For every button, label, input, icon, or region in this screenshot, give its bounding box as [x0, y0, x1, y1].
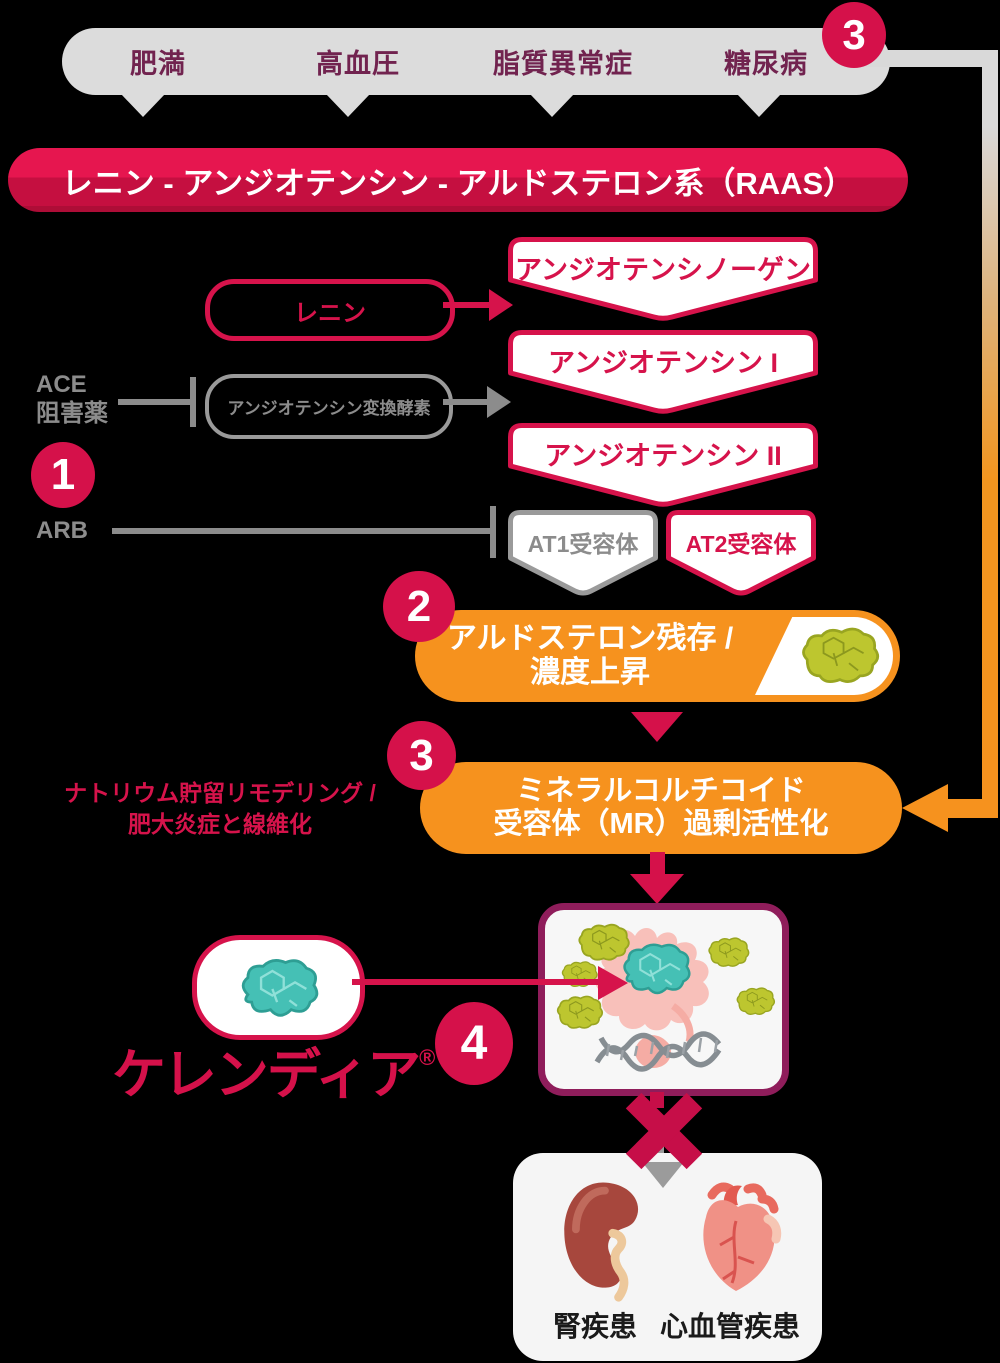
shield-shape-icon [666, 510, 816, 596]
aldosterone-line1: アルドステロン残存 / [446, 622, 734, 655]
mr-arrow-stem [650, 852, 665, 878]
risk-label-diabetes: 糖尿病 [724, 49, 808, 79]
risk-factor-bar: 肥満 高血圧 脂質異常症 糖尿病 [62, 28, 890, 117]
risk-label-dyslipidemia: 脂質異常症 [493, 49, 633, 79]
risk-label-obesity: 肥満 [130, 49, 186, 79]
arb-label: ARB [36, 517, 88, 544]
mr-activation-line1: ミネラルコルチコイド [516, 775, 806, 807]
aldosterone-molecule-icon [708, 937, 750, 967]
mr-activation-line2: 受容体（MR）過剰活性化 [493, 808, 829, 840]
mr-activation-box [538, 903, 789, 1096]
registered-mark: ® [419, 1045, 436, 1070]
sodium-note-line2: 肥大炎症と線維化 [128, 811, 312, 837]
finerenone-molecule-icon [623, 943, 691, 995]
angiotensin-i-box: アンジオテンシン I [508, 330, 818, 414]
mr-receptor-illustration [556, 923, 776, 1072]
aldosterone-molecule-icon [802, 627, 880, 683]
finerenone-molecule-icon [241, 958, 318, 1017]
feedback-line-top [862, 50, 998, 67]
angiotensin-i-label: アンジオテンシン I [548, 348, 778, 378]
renin-arrowhead-icon [489, 289, 513, 321]
at2-receptor-label: AT2受容体 [685, 531, 797, 557]
mr-arrowhead-icon [630, 874, 684, 904]
kidney-disease-label: 腎疾患 [552, 1311, 637, 1342]
renin-arrow-stem [443, 302, 495, 308]
angiotensinogen-label: アンジオテンシノーゲン [515, 255, 811, 285]
kerendia-name: ケレンディア [112, 1045, 421, 1105]
angiotensin-ii-label: アンジオテンシン II [544, 441, 782, 471]
blocked-arrowhead-icon [642, 1162, 684, 1188]
angiotensinogen-box: アンジオテンシノーゲン [508, 237, 818, 321]
ace-inhibitor-line1: ACE [36, 371, 87, 398]
step-badge-2: 2 [383, 571, 455, 642]
ace-enzyme-pill: アンジオテンシン変換酵素 [205, 374, 453, 439]
ace-enzyme-label: アンジオテンシン変換酵素 [227, 399, 431, 418]
ace-inhibit-tbar [190, 377, 196, 427]
aldosterone-molecule-icon [556, 995, 604, 1029]
pointer-triangle-icon [121, 94, 165, 117]
aldosterone-molecule-icon [736, 987, 776, 1016]
at1-receptor-label: AT1受容体 [527, 531, 639, 557]
feedback-line-vertical [982, 50, 998, 818]
kerendia-pill [192, 935, 365, 1040]
feedback-arrowhead-icon [902, 784, 948, 832]
at1-receptor-shield: AT1受容体 [508, 510, 658, 598]
chevron-shape-icon [508, 330, 818, 414]
ace-inhibitor-label: ACE 阻害薬 [36, 370, 108, 428]
heart-icon [671, 1177, 793, 1305]
aldosterone-line2: 濃度上昇 [530, 656, 650, 689]
kerendia-arrow-stem [352, 979, 602, 985]
sodium-note-line1: ナトリウム貯留リモデリング / [64, 780, 376, 806]
chevron-shape-icon [508, 423, 818, 507]
aldosterone-banner: アルドステロン残存 / 濃度上昇 [415, 610, 900, 702]
ace-inhibitor-line2: 阻害薬 [36, 400, 108, 427]
renin-pill: レニン [205, 279, 455, 341]
shield-shape-icon [508, 510, 658, 596]
dna-helix-icon [594, 1031, 722, 1072]
arb-inhibit-line [112, 528, 492, 534]
pointer-triangle-icon [326, 94, 370, 117]
pointer-triangle-icon [530, 94, 574, 117]
aldosterone-molecule-icon [578, 923, 630, 961]
kerendia-logo: ケレンディア® [112, 1030, 435, 1109]
mr-activation-banner: ミネラルコルチコイド 受容体（MR）過剰活性化 [420, 762, 902, 854]
angiotensin-ii-box: アンジオテンシン II [508, 423, 818, 507]
ace-inhibit-line [118, 399, 192, 405]
at2-receptor-shield: AT2受容体 [666, 510, 816, 598]
renin-label: レニン [294, 299, 366, 327]
step-badge-1: 1 [31, 442, 95, 508]
pointer-triangle-icon [737, 94, 781, 117]
feedback-line-bottom [946, 799, 998, 818]
step-badge-3: 3 [387, 721, 456, 790]
risk-label-hypertension: 高血圧 [316, 49, 400, 79]
raas-title: レニン - アンジオテンシン - アルドステロン系（RAAS） [61, 165, 855, 201]
ace-arrowhead-icon [487, 386, 511, 418]
flow-triangle-icon [631, 712, 683, 742]
arb-inhibit-tbar [490, 506, 496, 558]
sodium-note: ナトリウム貯留リモデリング / 肥大炎症と線維化 [30, 778, 410, 840]
aldosterone-text: アルドステロン残存 / 濃度上昇 [425, 622, 755, 690]
ace-arrow-stem [443, 399, 491, 405]
raas-banner: レニン - アンジオテンシン - アルドステロン系（RAAS） [8, 148, 908, 212]
step-badge-3-top: 3 [822, 2, 886, 68]
step-badge-4: 4 [435, 1002, 513, 1085]
kidney-icon [555, 1179, 655, 1305]
cardiovascular-disease-label: 心血管疾患 [659, 1311, 800, 1342]
chevron-shape-icon [508, 237, 818, 321]
blocked-x-icon [625, 1092, 703, 1170]
kerendia-arrowhead-icon [598, 966, 628, 1000]
